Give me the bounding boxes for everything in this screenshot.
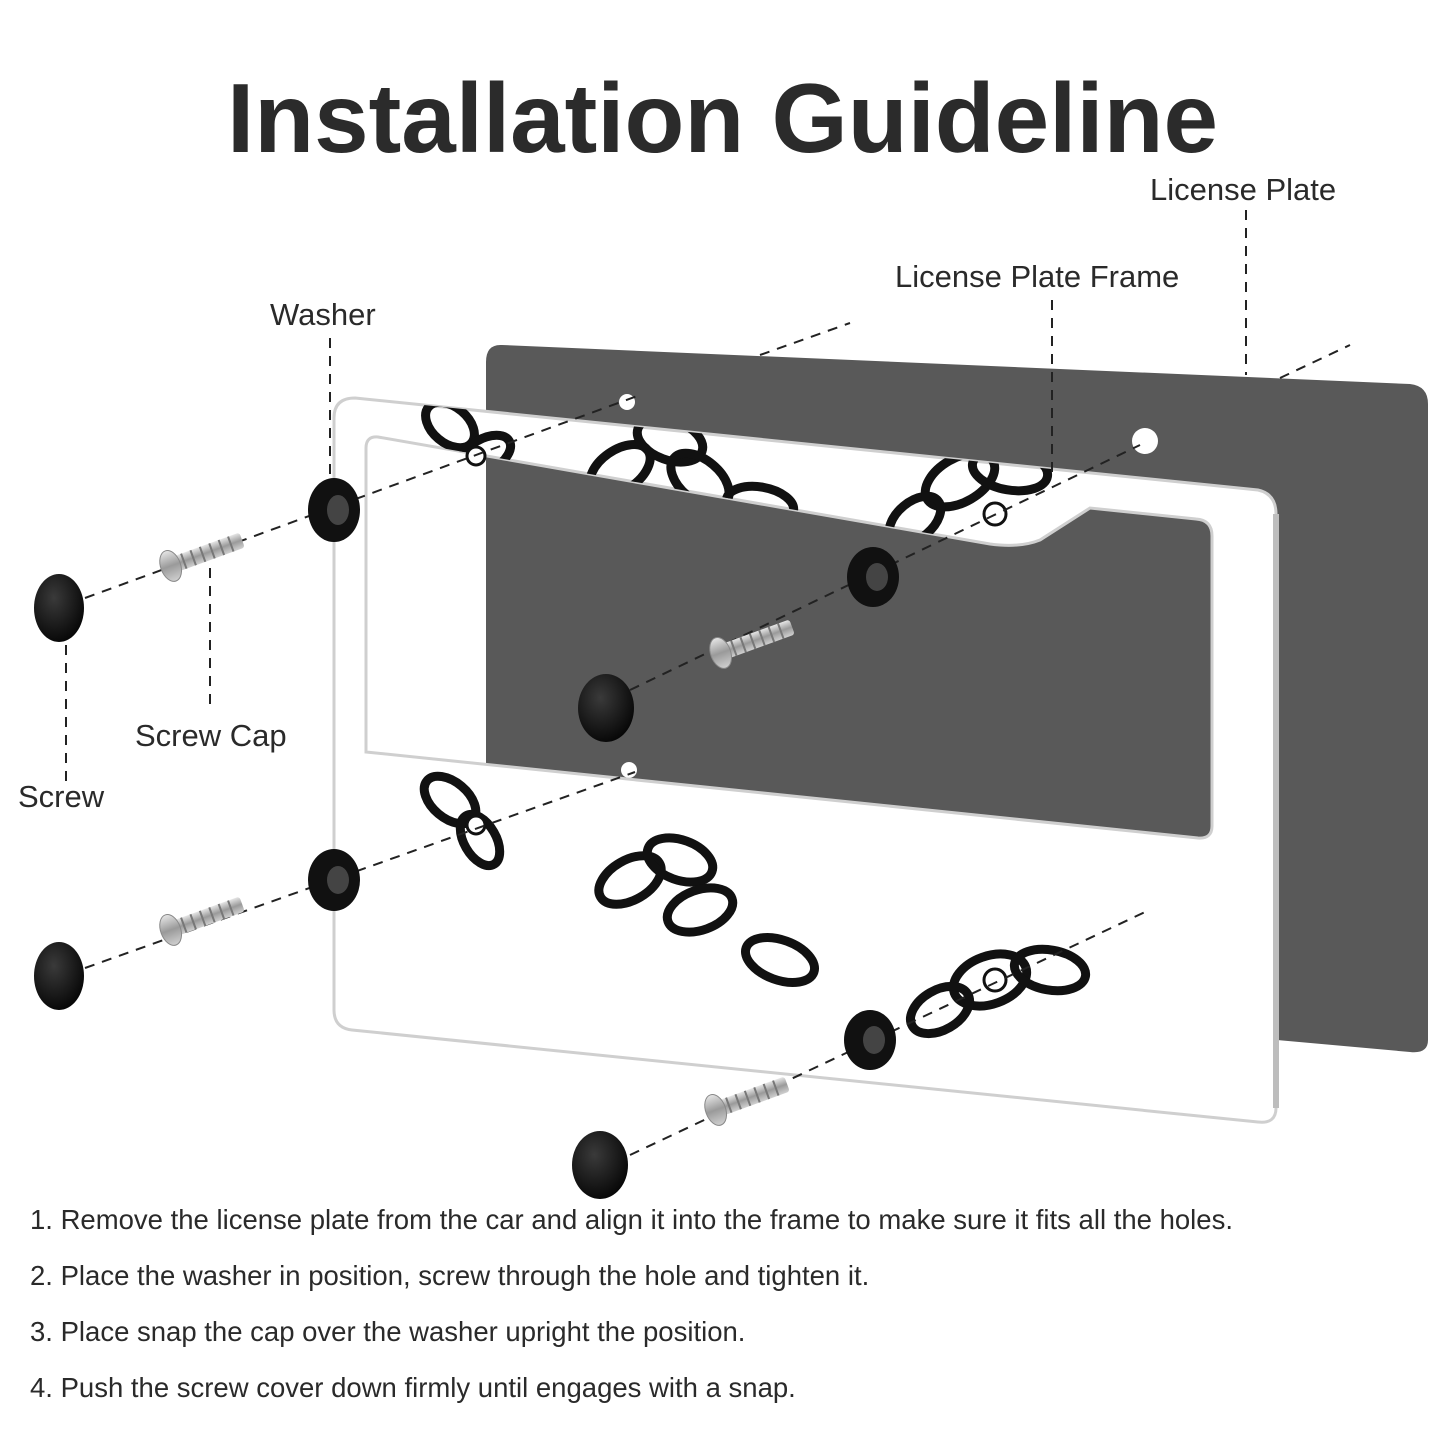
step-2: 2. Place the washer in position, screw t… <box>30 1260 870 1291</box>
frame-hole-bottom-left <box>465 814 487 836</box>
step-4: 4. Push the screw cover down firmly unti… <box>30 1372 796 1403</box>
screw-icon <box>159 533 244 582</box>
frame-hole-bottom-right <box>982 967 1008 993</box>
hardware-top-right <box>578 547 899 742</box>
plate-hole-top-left <box>619 394 635 410</box>
screw-cap-icon <box>572 1131 628 1199</box>
step-3: 3. Place snap the cap over the washer up… <box>30 1316 746 1347</box>
washer-label: Washer <box>270 297 376 332</box>
screw-cap-icon <box>578 674 634 742</box>
step-1: 1. Remove the license plate from the car… <box>30 1204 1233 1235</box>
hardware-top-left <box>34 478 360 642</box>
plate-hole-top-right <box>1132 428 1158 454</box>
screw-cap-icon <box>34 942 84 1010</box>
hardware-bottom-right <box>572 1010 896 1199</box>
screw-icon <box>709 620 794 669</box>
license-plate-frame-label: License Plate Frame <box>895 259 1180 294</box>
screw-icon <box>159 897 244 946</box>
plate-hole-bottom-left <box>621 762 637 778</box>
page-title: Installation Guideline <box>226 63 1218 173</box>
screw-icon <box>704 1077 789 1126</box>
hardware-bottom-left <box>34 849 360 1010</box>
screw-cap-label: Screw Cap <box>135 718 287 753</box>
screw-cap-icon <box>34 574 84 642</box>
license-plate-label: License Plate <box>1150 172 1337 207</box>
screw-label: Screw <box>18 779 105 814</box>
instruction-steps: 1. Remove the license plate from the car… <box>30 1200 1440 1424</box>
